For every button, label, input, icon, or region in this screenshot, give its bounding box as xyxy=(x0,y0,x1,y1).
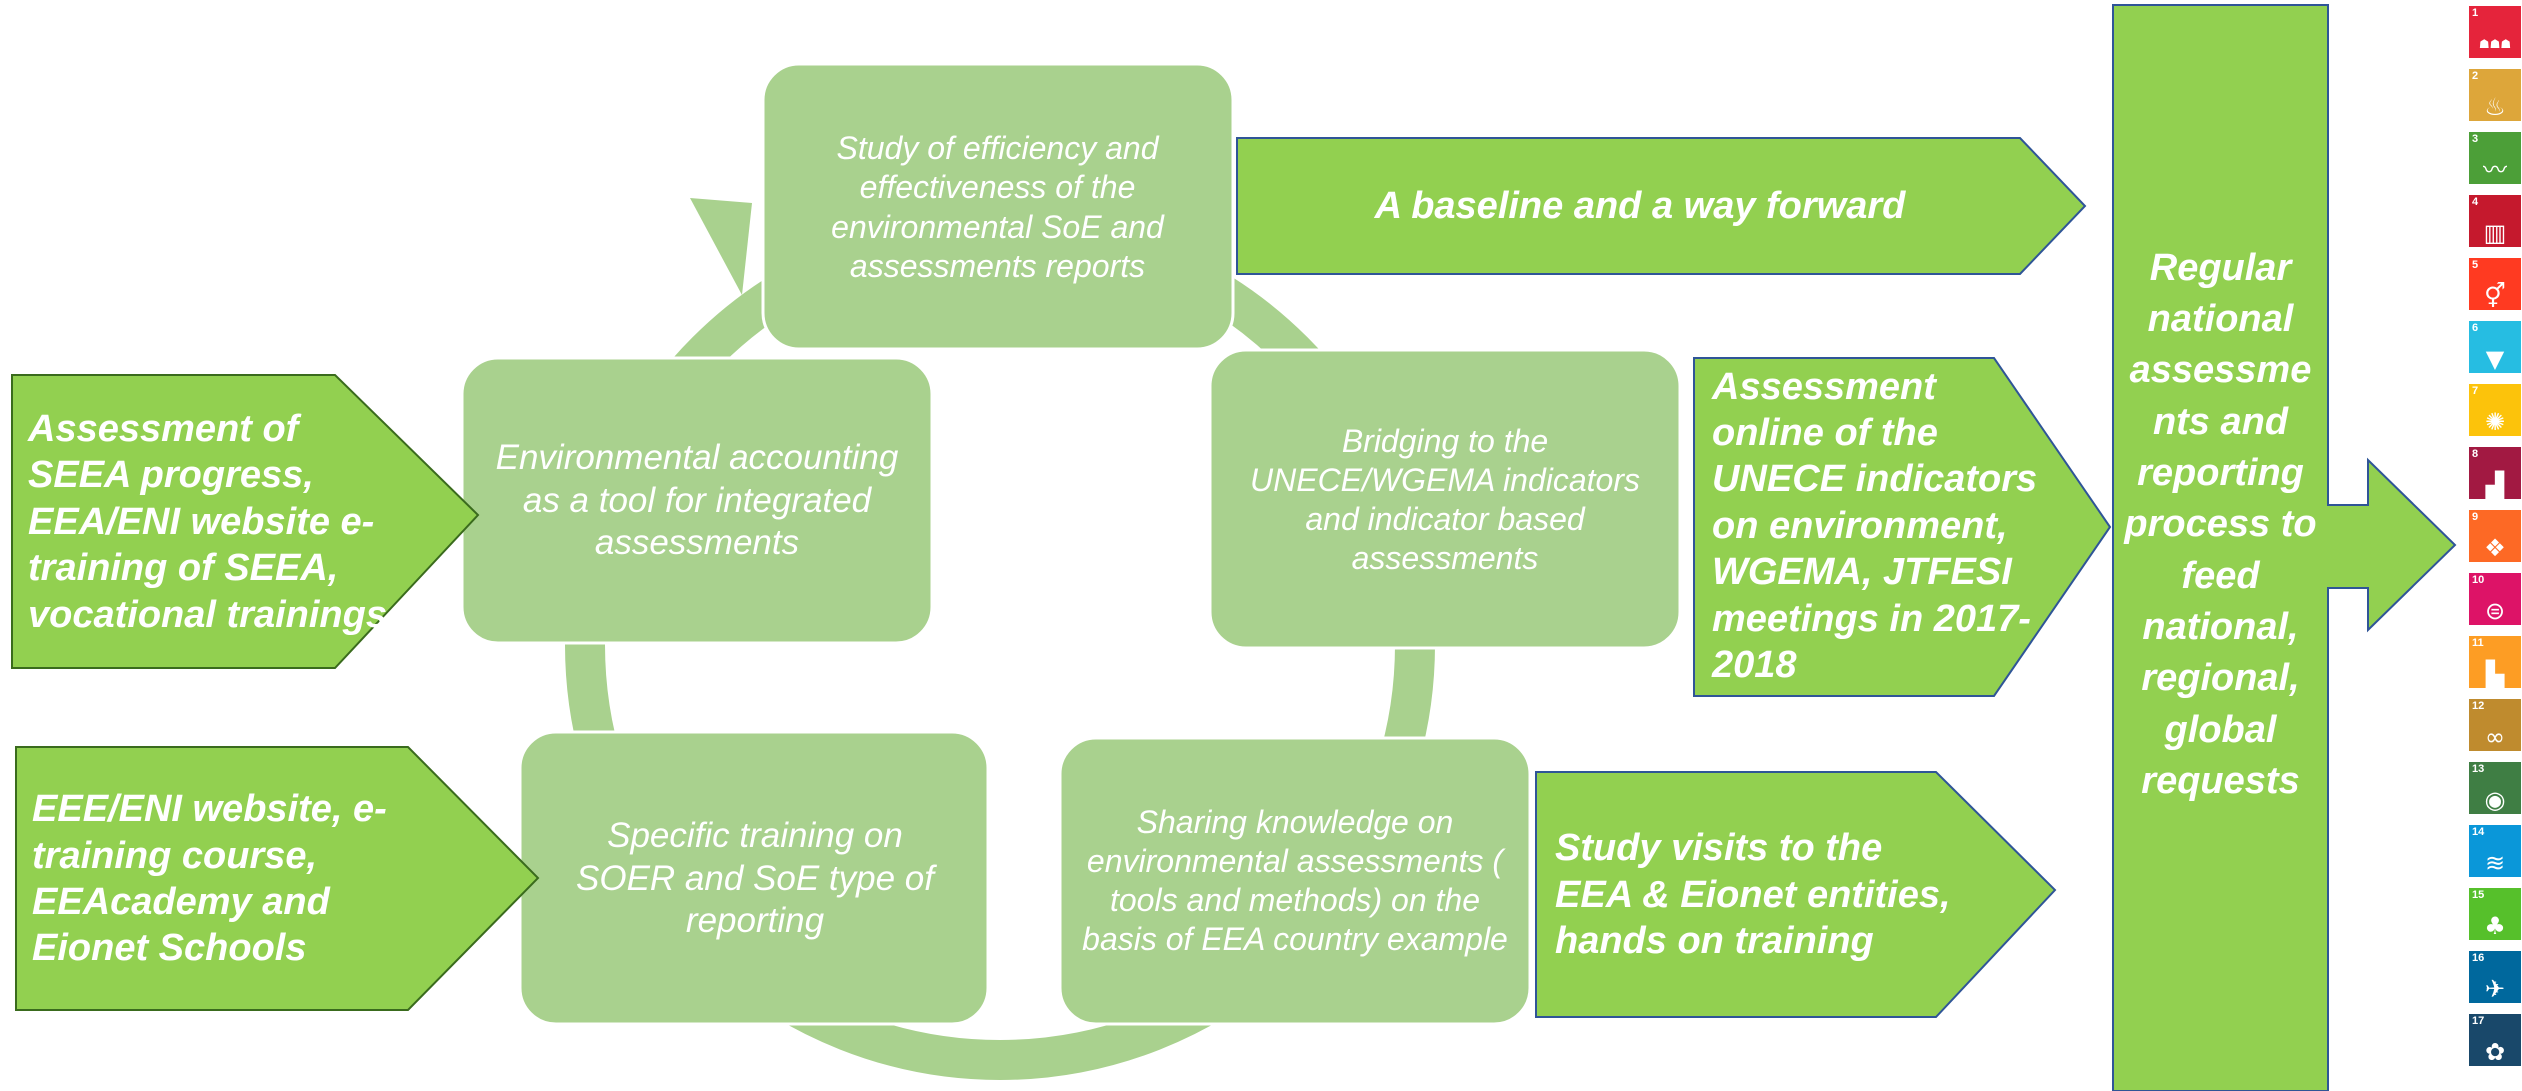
box-sharing xyxy=(1058,736,1532,1026)
box-study xyxy=(761,62,1235,351)
eye-globe-icon: ◉ xyxy=(2484,786,2506,814)
regular-assessment-text: Regular national assessme nts and report… xyxy=(2123,210,2318,840)
heartbeat-icon: 〰 xyxy=(2483,156,2507,184)
bowl-icon: ♨ xyxy=(2484,93,2506,121)
people-icon: ☗☗☗ xyxy=(2478,37,2512,51)
sdg-number: 6 xyxy=(2472,322,2479,334)
arrow-baseline xyxy=(1236,137,2087,275)
sdg-tile-2: 2♨ xyxy=(2469,69,2521,121)
equal-icon: ⊜ xyxy=(2484,597,2506,625)
sdg-number: 2 xyxy=(2472,70,2479,82)
regular-assessment-arrow xyxy=(2112,4,2457,1091)
sdg-number: 14 xyxy=(2472,826,2485,838)
infinity-icon: ∞ xyxy=(2485,723,2505,751)
sdg-tile-11: 11▙ xyxy=(2469,636,2521,688)
sdg-tile-15: 15 ♣ xyxy=(2469,888,2521,940)
sdg-tile-4: 4▥ xyxy=(2469,195,2521,247)
sdg-number: 1 xyxy=(2472,7,2479,19)
sdg-number: 15 xyxy=(2472,889,2485,901)
cycle-arrowhead xyxy=(690,198,752,295)
water-glass-icon: ▼ xyxy=(2485,345,2505,373)
box-study-text: Study of efficiency and effectiveness of… xyxy=(790,70,1205,345)
arrow-assessment-online-label: Assessment online of the UNECE indicator… xyxy=(1712,365,2038,686)
cubes-icon: ❖ xyxy=(2484,534,2506,562)
gender-icon: ⚥ xyxy=(2484,282,2506,310)
sdg-tile-14: 14 ≋ xyxy=(2469,825,2521,877)
arrow-assessment-online xyxy=(1693,357,2112,697)
city-icon: ▙ xyxy=(2485,660,2505,688)
arrow-assessment-online-text: Assessment online of the UNECE indicator… xyxy=(1712,352,2042,700)
sdg-tile-10: 10 ⊜ xyxy=(2469,573,2521,625)
arrow-study-visits-text: Study visits to the EEA & Eionet entitie… xyxy=(1555,775,1955,1015)
arrow-baseline-text: A baseline and a way forward xyxy=(1250,140,2030,272)
sdg-tile-5: 5⚥ xyxy=(2469,258,2521,310)
box-sharing-label: Sharing knowledge on environmental asses… xyxy=(1082,803,1508,958)
box-accounting-label: Environmental accounting as a tool for i… xyxy=(495,437,899,563)
sdg-tile-6: 6▼ xyxy=(2469,321,2521,373)
sdg-number: 11 xyxy=(2472,637,2484,649)
sdg-tile-17: 17 ✿ xyxy=(2469,1014,2521,1066)
arrow-seea-label: Assessment of SEEA progress, EEA/ENI web… xyxy=(28,408,387,636)
sdg-tile-1: 1 ☗☗☗ xyxy=(2469,6,2521,58)
arrow-eee-eni-label: EEE/ENI website, e-training course, EEAc… xyxy=(32,788,387,970)
sdg-tile-9: 9❖ xyxy=(2469,510,2521,562)
arrow-baseline-label: A baseline and a way forward xyxy=(1374,184,1906,227)
sdg-tile-13: 13 ◉ xyxy=(2469,762,2521,814)
fish-icon: ≋ xyxy=(2484,849,2506,877)
sdg-tile-7: 7✺ xyxy=(2469,384,2521,436)
sdg-number: 17 xyxy=(2472,1015,2485,1027)
sdg-tile-3: 3〰 xyxy=(2469,132,2521,184)
box-specific-label: Specific training on SOER and SoE type o… xyxy=(576,815,934,941)
arrow-seea-text: Assessment of SEEA progress, EEA/ENI web… xyxy=(28,378,398,666)
box-study-label: Study of efficiency and effectiveness of… xyxy=(831,130,1164,284)
sun-icon: ✺ xyxy=(2484,408,2506,436)
arrow-eee-eni xyxy=(15,746,540,1011)
sdg-number: 4 xyxy=(2472,196,2479,208)
sdg-number: 8 xyxy=(2472,448,2479,460)
arrow-study-visits-label: Study visits to the EEA & Eionet entitie… xyxy=(1555,827,1951,963)
sdg-number: 7 xyxy=(2472,385,2479,397)
sdg-number: 12 xyxy=(2472,700,2485,712)
sdg-number: 16 xyxy=(2472,952,2485,964)
regular-assessment-label: Regular national assessme nts and report… xyxy=(2124,246,2317,802)
growth-chart-icon: ▟ xyxy=(2485,471,2505,499)
sdg-number: 9 xyxy=(2472,511,2479,523)
box-sharing-text: Sharing knowledge on environmental asses… xyxy=(1075,742,1515,1020)
box-accounting-text: Environmental accounting as a tool for i… xyxy=(482,362,912,640)
sdg-number: 10 xyxy=(2472,574,2485,586)
arrow-eee-eni-text: EEE/ENI website, e-training course, EEAc… xyxy=(32,750,452,1008)
sdg-number: 13 xyxy=(2472,763,2485,775)
sdg-tile-8: 8▟ xyxy=(2469,447,2521,499)
box-bridging xyxy=(1208,348,1682,650)
sdg-tile-16: 16 ✈ xyxy=(2469,951,2521,1003)
tree-bird-icon: ♣ xyxy=(2484,912,2506,940)
sdg-number: 5 xyxy=(2472,259,2479,271)
sdg-tile-12: 12∞ xyxy=(2469,699,2521,751)
arrow-seea xyxy=(11,374,480,669)
sdg-number: 3 xyxy=(2472,133,2479,145)
arrow-study-visits xyxy=(1535,771,2057,1018)
box-bridging-label: Bridging to the UNECE/WGEMA indicators a… xyxy=(1250,422,1640,577)
flower-rings-icon: ✿ xyxy=(2484,1038,2506,1066)
book-icon: ▥ xyxy=(2483,219,2507,247)
box-specific-text: Specific training on SOER and SoE type o… xyxy=(560,738,950,1020)
dove-icon: ✈ xyxy=(2484,975,2506,1003)
box-bridging-text: Bridging to the UNECE/WGEMA indicators a… xyxy=(1230,356,1660,644)
